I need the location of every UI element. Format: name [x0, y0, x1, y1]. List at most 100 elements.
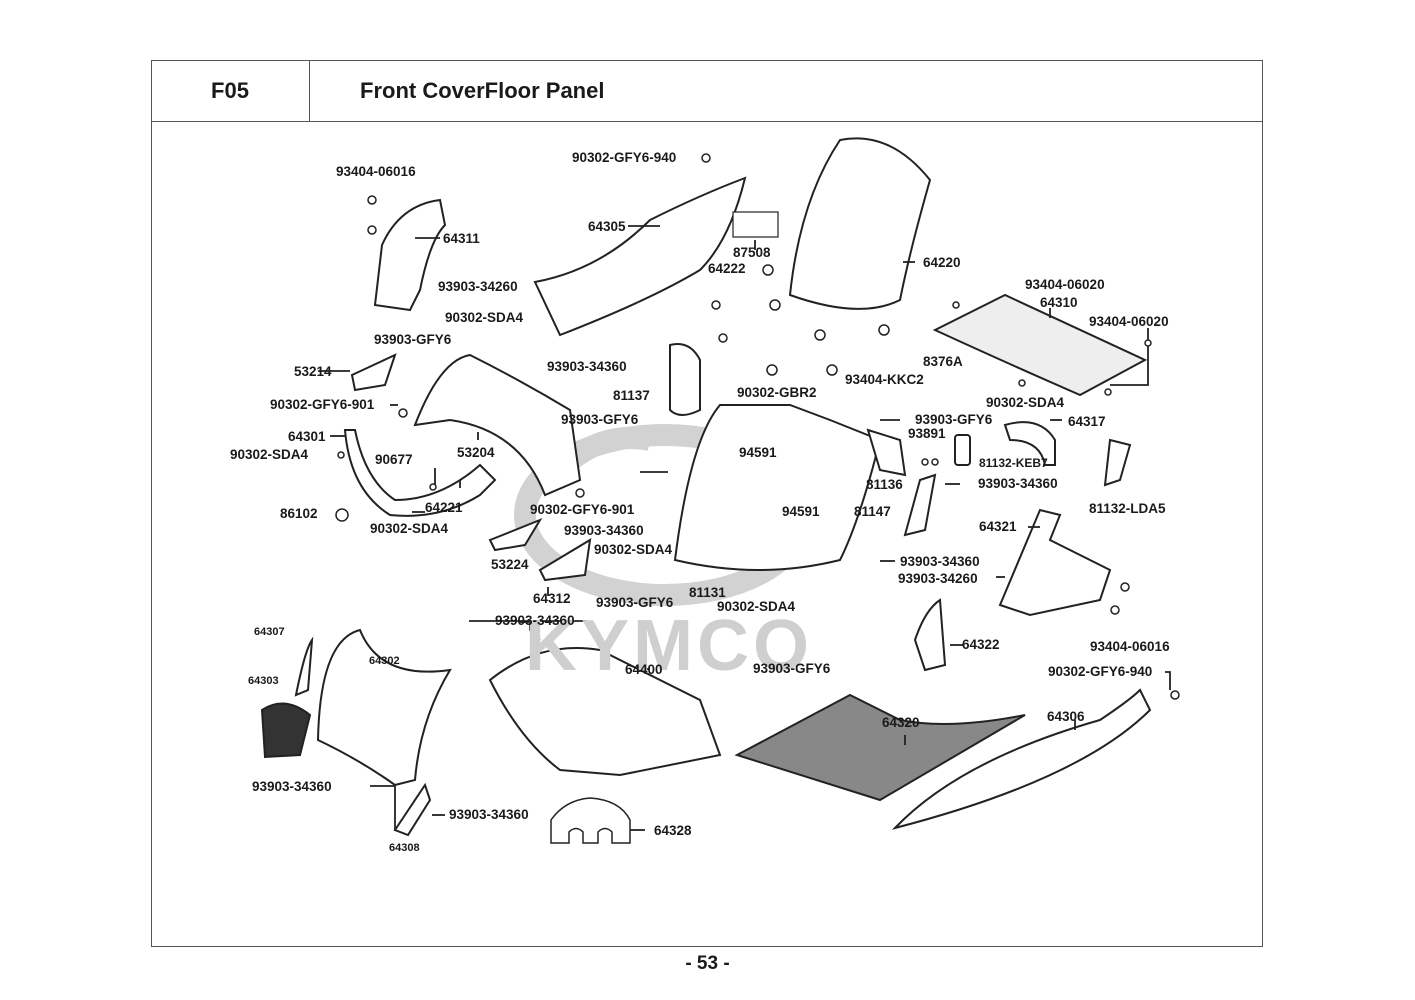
part-81132-keb7-drawing — [954, 434, 971, 466]
part-64400-drawing — [488, 647, 722, 777]
nut-icon — [769, 299, 781, 311]
part-label: 64311 — [443, 231, 480, 246]
diagram-frame — [151, 60, 1263, 947]
part-label: 90302-GBR2 — [737, 385, 817, 400]
part-label: 93903-34260 — [438, 279, 518, 294]
part-64308-drawing — [393, 782, 432, 837]
part-label: 64328 — [654, 823, 692, 838]
part-87508-drawing — [732, 211, 779, 238]
part-label: 93404-06016 — [1090, 639, 1170, 654]
part-64320-drawing — [734, 693, 1026, 802]
part-64311-drawing — [373, 198, 447, 312]
part-label: 93903-34360 — [495, 613, 575, 628]
part-label: 64317 — [1068, 414, 1106, 429]
part-64220-drawing — [788, 137, 932, 310]
part-53224-drawing — [488, 517, 543, 552]
part-label: 64303 — [248, 675, 279, 687]
part-label: 64320 — [882, 715, 920, 730]
page-title: Front CoverFloor Panel — [360, 78, 605, 103]
screw-icon — [1104, 388, 1112, 396]
bolt-icon — [398, 408, 408, 418]
part-label: 93903-GFY6 — [561, 412, 639, 427]
part-label: 81147 — [854, 504, 891, 519]
part-64303-drawing — [260, 702, 312, 759]
part-53214-drawing — [350, 353, 397, 392]
part-label: 81137 — [613, 388, 650, 403]
part-label: 81132-LDA5 — [1089, 501, 1166, 516]
part-label: 53224 — [491, 557, 529, 572]
part-label: 93903-34360 — [252, 779, 332, 794]
screw-icon — [1144, 339, 1152, 347]
part-81131-drawing — [673, 404, 882, 571]
part-81137-drawing — [669, 343, 701, 416]
part-label: 81131 — [689, 585, 726, 600]
clip-icon — [337, 451, 345, 459]
part-label: 93903-GFY6 — [374, 332, 452, 347]
part-label: 93404-06020 — [1025, 277, 1105, 292]
part-label: 90677 — [375, 452, 413, 467]
part-label: 90302-GFY6-901 — [270, 397, 375, 412]
part-label: 64301 — [288, 429, 326, 444]
part-label: 93903-GFY6 — [753, 661, 831, 676]
bolt-icon — [367, 195, 377, 205]
part-label: 94591 — [739, 445, 777, 460]
bolt-icon — [575, 488, 585, 498]
watermark-brand: KYMCO — [525, 606, 813, 686]
screw-icon — [952, 301, 960, 309]
nut-icon — [762, 264, 774, 276]
part-label: 64308 — [389, 842, 420, 854]
part-81136-drawing — [866, 428, 907, 477]
nut-icon — [878, 324, 890, 336]
screw-icon — [931, 458, 939, 466]
part-label: 64307 — [254, 626, 285, 638]
bolt-icon — [1110, 605, 1120, 615]
part-label: 64400 — [625, 662, 663, 677]
part-label: 64322 — [962, 637, 1000, 652]
part-label: 53214 — [294, 364, 332, 379]
page-number: - 53 - — [685, 953, 730, 974]
leader-lines — [318, 225, 1171, 831]
part-label: 93404-06020 — [1089, 314, 1169, 329]
part-label: 64321 — [979, 519, 1017, 534]
part-label: 93903-34260 — [898, 571, 978, 586]
emblem-icon — [335, 508, 349, 522]
nut-icon — [814, 329, 826, 341]
bolt-icon — [826, 364, 838, 376]
part-label: 90302-SDA4 — [370, 521, 449, 536]
part-label: 64302 — [369, 655, 400, 667]
part-label: 93903-34360 — [978, 476, 1058, 491]
part-label: 90302-SDA4 — [230, 447, 309, 462]
part-64322-drawing — [913, 598, 947, 672]
part-label: 87508 — [733, 245, 771, 260]
part-label: 81136 — [866, 477, 903, 492]
part-label: 8376A — [923, 354, 963, 369]
part-label: 90302-GFY6-940 — [572, 150, 677, 165]
part-label: 90302-SDA4 — [445, 310, 524, 325]
part-label: 64306 — [1047, 709, 1085, 724]
part-81147-drawing — [903, 473, 937, 537]
part-label: 81132-KEB7 — [979, 456, 1048, 470]
part-label: 94591 — [782, 504, 820, 519]
part-64317-drawing — [1003, 421, 1056, 466]
part-label: 90302-SDA4 — [986, 395, 1065, 410]
fastener-group — [335, 153, 1180, 700]
part-label: 93891 — [908, 426, 946, 441]
part-64310-drawing — [932, 293, 1148, 397]
part-label: 93903-GFY6 — [915, 412, 993, 427]
bolt-icon — [718, 333, 728, 343]
part-64302-drawing — [316, 628, 452, 787]
screw-icon — [1018, 379, 1026, 387]
section-code: F05 — [151, 60, 310, 122]
part-label: 64312 — [533, 591, 571, 606]
part-label: 90302-SDA4 — [594, 542, 673, 557]
part-64328-drawing — [550, 797, 631, 844]
header-divider — [310, 121, 1263, 122]
bolt-icon — [367, 225, 377, 235]
bolt-icon — [701, 153, 711, 163]
bolt-icon — [711, 300, 721, 310]
part-label: 90302-GFY6-901 — [530, 502, 635, 517]
part-64221-drawing — [343, 429, 497, 517]
part-64305-drawing — [533, 176, 747, 337]
part-label: 64222 — [708, 261, 746, 276]
part-label: 93404-KKC2 — [845, 372, 924, 387]
